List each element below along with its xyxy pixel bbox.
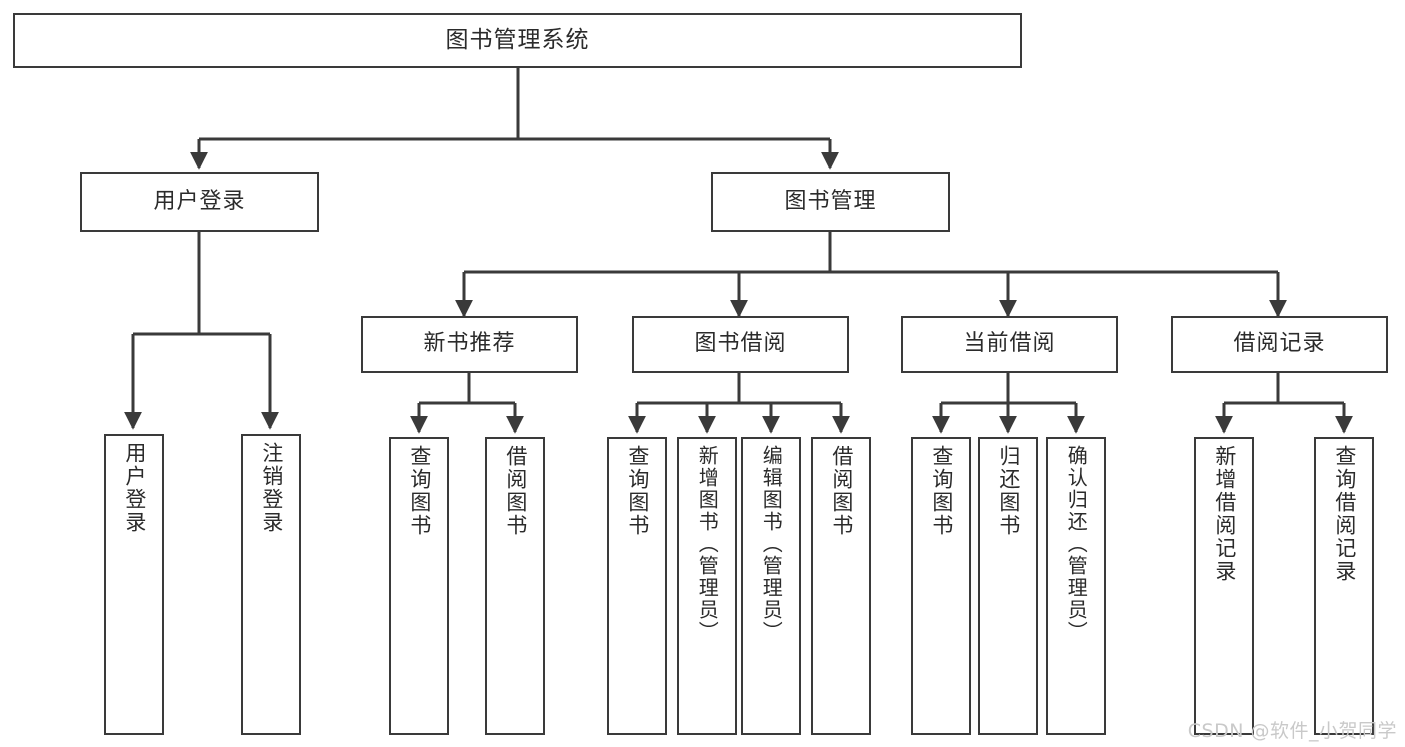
leaf-label: 新增图书（管理员） (695, 445, 720, 643)
leaf-user-login-logout[interactable]: 注销登录 (241, 434, 301, 735)
leaf-label: 新增借阅记录 (1212, 445, 1237, 583)
node-label: 当前借阅 (963, 331, 1056, 357)
leaf-label: 借阅图书 (829, 445, 854, 537)
leaf-new-book-query-book[interactable]: 查询图书 (389, 437, 449, 735)
node-label: 用户登录 (153, 188, 246, 214)
node-root-book-management-system[interactable]: 图书管理系统 (13, 13, 1022, 68)
leaf-current-borrow-return-book[interactable]: 归还图书 (978, 437, 1038, 735)
node-book-borrow[interactable]: 图书借阅 (632, 316, 849, 373)
node-book-management[interactable]: 图书管理 (711, 172, 950, 232)
leaf-user-login-login[interactable]: 用户登录 (104, 434, 164, 735)
node-label: 新书推荐 (423, 331, 516, 357)
leaf-book-borrow-query-book[interactable]: 查询图书 (607, 437, 667, 735)
leaf-label: 编辑图书（管理员） (759, 445, 784, 643)
node-new-book-recommend[interactable]: 新书推荐 (361, 316, 578, 373)
node-label: 图书管理系统 (445, 26, 590, 53)
leaf-label: 查询图书 (625, 445, 650, 537)
leaf-book-borrow-edit-book-admin[interactable]: 编辑图书（管理员） (741, 437, 801, 735)
leaf-label: 查询图书 (929, 445, 954, 537)
node-label: 借阅记录 (1233, 331, 1326, 357)
leaf-book-borrow-add-book-admin[interactable]: 新增图书（管理员） (677, 437, 737, 735)
leaf-book-borrow-borrow-book[interactable]: 借阅图书 (811, 437, 871, 735)
leaf-label: 归还图书 (996, 445, 1021, 537)
node-borrow-record[interactable]: 借阅记录 (1171, 316, 1388, 373)
leaf-label: 借阅图书 (503, 445, 528, 537)
leaf-new-book-borrow-book[interactable]: 借阅图书 (485, 437, 545, 735)
leaf-label: 查询图书 (407, 445, 432, 537)
leaf-label: 用户登录 (122, 442, 147, 534)
leaf-label: 查询借阅记录 (1332, 445, 1357, 583)
leaf-borrow-record-query-record[interactable]: 查询借阅记录 (1314, 437, 1374, 735)
leaf-current-borrow-query-book[interactable]: 查询图书 (911, 437, 971, 735)
node-user-login[interactable]: 用户登录 (80, 172, 319, 232)
leaf-borrow-record-add-record[interactable]: 新增借阅记录 (1194, 437, 1254, 735)
leaf-current-borrow-confirm-return-admin[interactable]: 确认归还（管理员） (1046, 437, 1106, 735)
node-label: 图书管理 (784, 188, 877, 214)
csdn-watermark: CSDN @软件_小贺同学 (1187, 720, 1397, 742)
leaf-label: 确认归还（管理员） (1064, 445, 1089, 643)
node-current-borrow[interactable]: 当前借阅 (901, 316, 1118, 373)
leaf-label: 注销登录 (259, 442, 284, 534)
node-label: 图书借阅 (694, 331, 787, 357)
